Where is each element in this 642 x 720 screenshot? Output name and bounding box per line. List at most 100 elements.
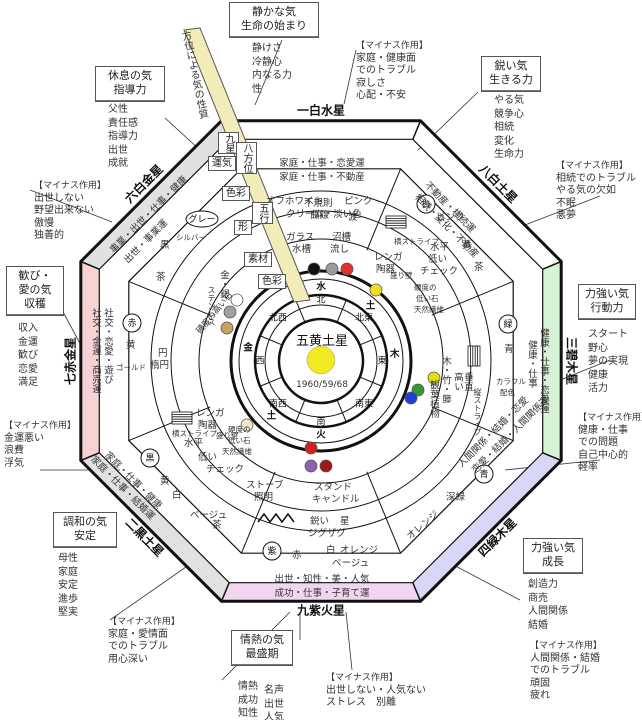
star-name-s: 九紫火星 bbox=[296, 603, 345, 618]
kw: 冷静心 bbox=[252, 56, 282, 68]
color-ne-3: 黄 bbox=[462, 240, 472, 251]
kw: 出世 bbox=[264, 698, 284, 710]
north-minus: 【マイナス作用】 家庭・健康面 でのトラブル 寂しさ 心配・不安 bbox=[356, 40, 428, 103]
shape-s-4: ストーブ bbox=[246, 480, 284, 491]
kw: 安定 bbox=[58, 580, 78, 591]
shape-ne-5: チェック bbox=[420, 266, 459, 277]
minus-item: 用心深い bbox=[108, 653, 148, 665]
color-dot-s bbox=[304, 441, 318, 455]
shape-s-2: 星 bbox=[340, 516, 350, 527]
kw: 商売 bbox=[528, 592, 548, 604]
kw: スタート bbox=[588, 329, 628, 340]
star-band-w bbox=[80, 261, 100, 461]
minus-item: 浮気 bbox=[4, 457, 24, 469]
ring-direction-inner bbox=[264, 304, 378, 418]
ring-label-luck: 運気 bbox=[208, 156, 236, 171]
sector-divider bbox=[128, 406, 211, 442]
minus-item: 相続でのトラブル bbox=[556, 172, 636, 184]
kw: 健康 bbox=[588, 369, 608, 381]
ring-label-color: 色彩 bbox=[222, 186, 250, 201]
callout-northwest: 休息の気指導力 bbox=[95, 66, 165, 102]
kw: 進歩 bbox=[58, 593, 78, 605]
kw: 堅実 bbox=[58, 607, 78, 618]
star-name-e: 三碧木星 bbox=[565, 337, 580, 385]
shape-e-5: カラフル bbox=[496, 377, 526, 386]
minus-item: 野望出来ない bbox=[34, 205, 94, 216]
color-n-3: クリーム・淡い色 bbox=[286, 209, 362, 220]
se-keywords: 創造力 商売 人間関係 結婚 bbox=[528, 578, 568, 632]
color-dot-e bbox=[427, 371, 441, 385]
dir-divider bbox=[259, 335, 283, 346]
shape-ne-6: 盛り壁 bbox=[390, 271, 413, 280]
mat-sw-2: 低い石 bbox=[228, 436, 251, 445]
s-keywords-2: 名声 出世 人気 bbox=[264, 684, 284, 720]
shape-s-3: ジグザグ bbox=[308, 528, 347, 539]
circled-color-nw bbox=[185, 210, 219, 228]
luck-e-1: 健康・仕事・恋愛運 bbox=[538, 328, 549, 414]
kw: 責任感 bbox=[108, 117, 138, 129]
color-dot-w bbox=[223, 305, 237, 319]
shape-ne-2: レンガ bbox=[374, 252, 403, 263]
callout-east: 力強い気行動力 bbox=[578, 284, 636, 320]
star-name-n: 一白水星 bbox=[297, 103, 345, 118]
callout-north-title1: 静かな気 bbox=[252, 5, 296, 18]
color-s-2: 赤 bbox=[292, 550, 302, 561]
shape-w-1: 円 bbox=[158, 348, 168, 359]
shape-w-2: 楕円 bbox=[150, 360, 170, 371]
callout-sw-title1: 調和の気 bbox=[63, 515, 107, 528]
kw: 成就 bbox=[108, 158, 128, 169]
sector-divider bbox=[366, 471, 402, 554]
minus-item: 家庭・愛情面 bbox=[108, 628, 168, 640]
callout-leader-line bbox=[343, 49, 357, 105]
shape-e-7: 縦ストライプ bbox=[473, 388, 482, 436]
callout-leader-line bbox=[345, 611, 353, 671]
callout-south: 情熱の気最盛期 bbox=[231, 630, 293, 666]
mat-ne-3: 天然繊維 bbox=[414, 305, 444, 314]
minus-item: 寂しさ bbox=[356, 77, 386, 89]
kw: 恋愛 bbox=[18, 363, 38, 375]
circled-color-label-sw: 黒 bbox=[145, 453, 154, 464]
dir-divider bbox=[295, 399, 306, 423]
color-dot-s bbox=[304, 459, 318, 473]
mat-sw-3: 天然繊維 bbox=[222, 447, 252, 456]
ring-direction-outer bbox=[253, 293, 389, 429]
minus-item: 人間関係・結婚 bbox=[530, 652, 600, 664]
minus-item: 心配・不安 bbox=[356, 90, 406, 101]
circled-color-w bbox=[122, 313, 142, 333]
star-band-ne bbox=[412, 120, 562, 270]
kw: 満足 bbox=[18, 377, 38, 388]
color-dot-n bbox=[307, 262, 321, 276]
color-dot-e bbox=[404, 391, 418, 405]
circled-color-label-e: 緑 bbox=[503, 318, 512, 330]
shape-n-3: ガラス bbox=[286, 232, 315, 243]
color-dot-ne bbox=[369, 283, 383, 297]
luck-n-1: 家庭・仕事・恋愛運 bbox=[279, 158, 365, 169]
dir-divider bbox=[295, 299, 306, 323]
shape-e-3: 高い bbox=[452, 372, 463, 391]
dir-divider bbox=[259, 376, 283, 387]
kw: 父性 bbox=[108, 104, 128, 115]
shape-sw-1: 横ストライプ bbox=[172, 429, 217, 438]
direction-w: 西 bbox=[255, 356, 264, 367]
shape-n-6: 沼槽 bbox=[332, 232, 352, 243]
kw: 野心 bbox=[588, 342, 608, 354]
nw-keywords: 父性 責任感 指導力 出世 成就 bbox=[108, 103, 138, 171]
minus-item: 独善的 bbox=[34, 230, 64, 241]
star-band-e bbox=[542, 261, 562, 461]
band-divider bbox=[542, 452, 562, 462]
shape-sw-4: 水平 bbox=[184, 438, 204, 449]
callout-nw-title1: 休息の気 bbox=[108, 69, 152, 82]
callout-w-title1: 歓び・ bbox=[18, 269, 52, 282]
luck-e-2: 健康・仕事 bbox=[526, 340, 537, 388]
mat-ne-1: 硬度の bbox=[414, 283, 437, 292]
dir-divider bbox=[336, 299, 347, 323]
e-minus: 【マイナス作用】 健康・仕事 での問題 自己中心的 軽率 bbox=[578, 412, 642, 475]
circled-color-sw bbox=[140, 448, 160, 468]
callout-sw-title2: 安定 bbox=[74, 529, 96, 542]
color-s-4: オレンジ bbox=[340, 545, 379, 556]
color-sw-4: 茶 bbox=[212, 520, 222, 531]
kw: 母性 bbox=[58, 553, 78, 564]
kw: 競争心 bbox=[494, 108, 524, 120]
minus-item: 頑固 bbox=[530, 677, 550, 689]
